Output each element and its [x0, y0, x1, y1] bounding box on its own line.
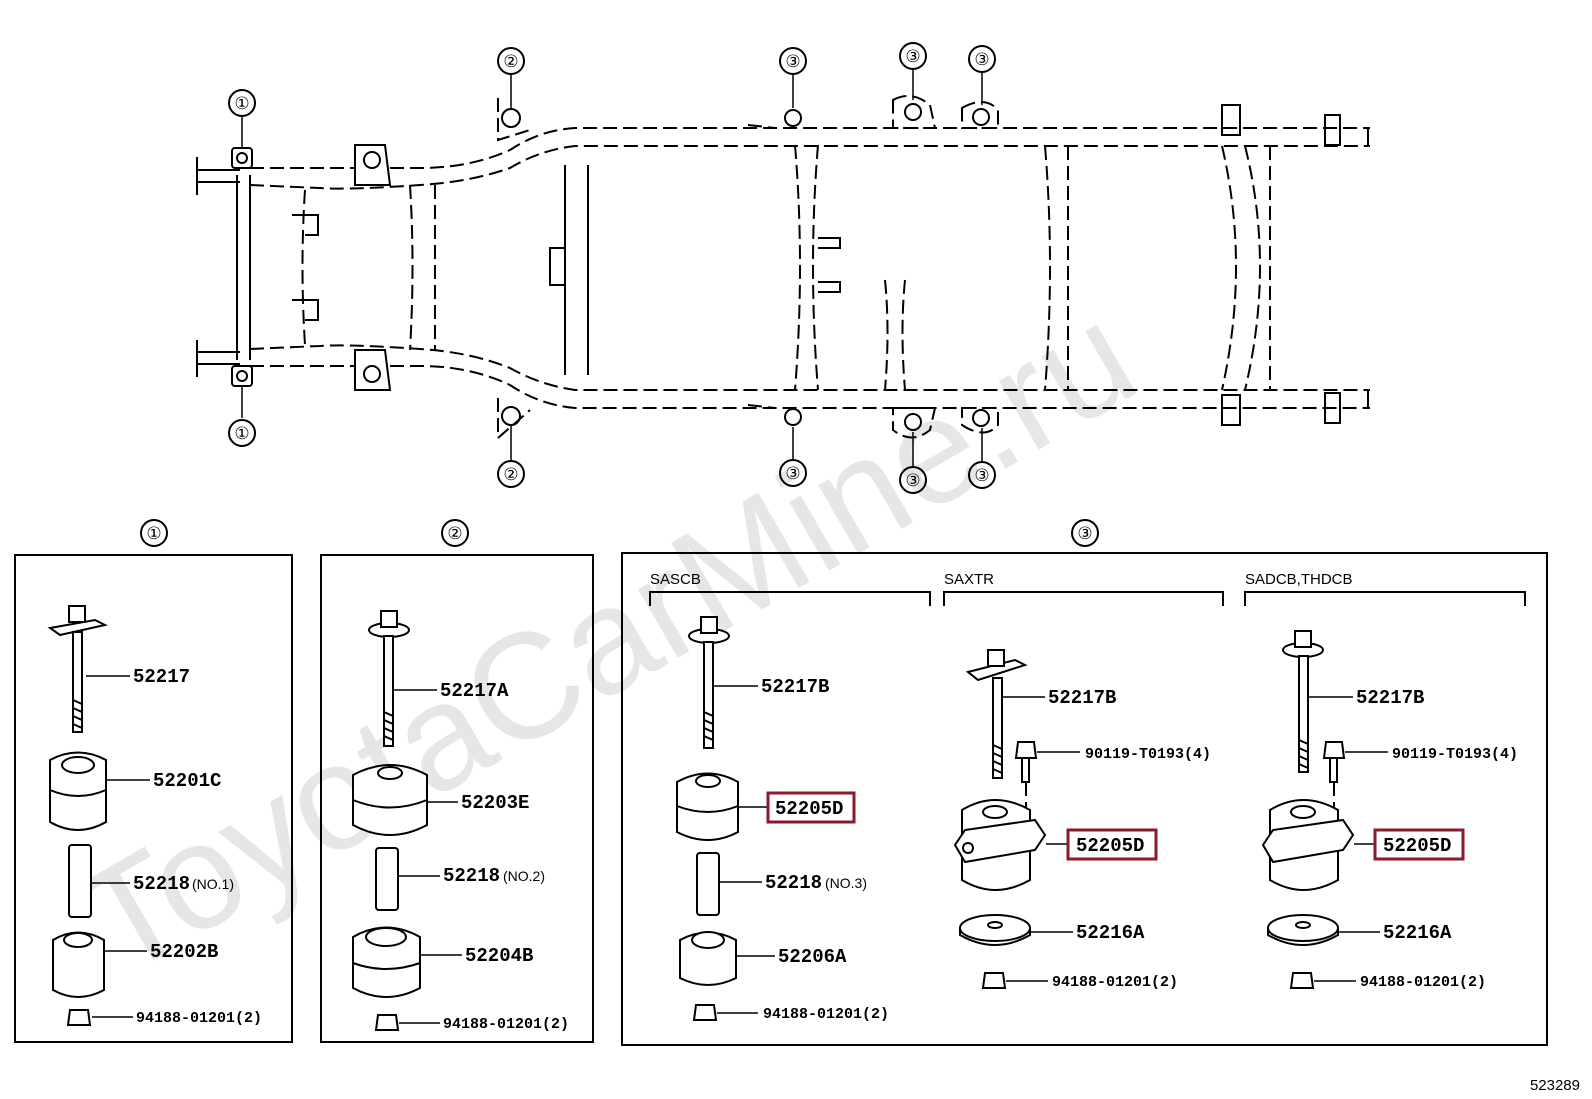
part-52201c[interactable]: 52201C — [153, 770, 221, 792]
part-52217[interactable]: 52217 — [133, 666, 190, 688]
frame-callouts: ① ① ② ② ③ ③ ③ ③ ③ — [228, 42, 996, 494]
svg-text:③: ③ — [905, 471, 920, 490]
part-52202b[interactable]: 52202B — [150, 941, 218, 963]
svg-text:②: ② — [447, 524, 462, 543]
variant-sascb-parts: 52217B 52205D 52218 (NO.3) 52206A 94188-… — [676, 616, 889, 1023]
group-3: ③ SASCB SAXTR SADCB,THDCB 52217B 52205D … — [621, 519, 1548, 1046]
highlight-52205d-sascb — [766, 791, 856, 824]
svg-text:(NO.3): (NO.3) — [825, 875, 867, 891]
svg-text:①: ① — [234, 94, 249, 113]
mount-points — [231, 95, 999, 441]
svg-text:③: ③ — [1077, 524, 1092, 543]
variant-saxtr-parts: 52217B 90119-T0193(4) 52205D 52216A 9418… — [953, 649, 1211, 991]
svg-text:②: ② — [503, 465, 518, 484]
svg-text:①: ① — [234, 424, 249, 443]
variant-sascb: SASCB — [650, 571, 701, 588]
part-94188-01201-sadcb[interactable]: 94188-01201(2) — [1360, 974, 1486, 991]
highlight-52205d-sadcb — [1373, 828, 1465, 861]
part-52217b-sadcb[interactable]: 52217B — [1356, 687, 1424, 709]
figure-id: 523289 — [1530, 1077, 1580, 1094]
part-52206a[interactable]: 52206A — [778, 946, 847, 968]
part-90119-t0193-sadcb[interactable]: 90119-T0193(4) — [1392, 746, 1518, 763]
group-1: ① 52217 52201C 52218 (NO.1) 52202B 94188… — [14, 519, 293, 1043]
part-94188-01201-g2[interactable]: 94188-01201(2) — [443, 1016, 569, 1033]
highlight-52205d-saxtr — [1066, 828, 1158, 861]
group-2: ② 52217A 52203E 52218 (NO.2) 52204B 9418… — [320, 519, 594, 1043]
part-52217b-saxtr[interactable]: 52217B — [1048, 687, 1116, 709]
part-52218-no3[interactable]: 52218 — [765, 872, 822, 894]
part-52216a-saxtr[interactable]: 52216A — [1076, 922, 1145, 944]
part-94188-01201-g1[interactable]: 94188-01201(2) — [136, 1010, 262, 1027]
svg-text:③: ③ — [785, 52, 800, 71]
svg-text:②: ② — [503, 52, 518, 71]
part-52204b[interactable]: 52204B — [465, 945, 533, 967]
part-52216a-sadcb[interactable]: 52216A — [1383, 922, 1452, 944]
part-52205d-sascb[interactable]: 52205D — [775, 798, 843, 820]
part-52217b-sascb[interactable]: 52217B — [761, 676, 829, 698]
part-52218-no2[interactable]: 52218 — [443, 865, 500, 887]
svg-text:①: ① — [146, 524, 161, 543]
svg-text:③: ③ — [974, 466, 989, 485]
frame-overview: ① ① ② ② ③ ③ ③ ③ ③ — [196, 42, 1370, 494]
variant-sadcb-parts: 52217B 90119-T0193(4) 52205D 52216A 9418… — [1261, 630, 1518, 991]
svg-text:(NO.2): (NO.2) — [503, 868, 545, 884]
svg-text:③: ③ — [974, 50, 989, 69]
part-90119-t0193-saxtr[interactable]: 90119-T0193(4) — [1085, 746, 1211, 763]
part-52218-no1[interactable]: 52218 — [133, 873, 190, 895]
part-94188-01201-sascb[interactable]: 94188-01201(2) — [763, 1006, 889, 1023]
variant-saxtr: SAXTR — [944, 571, 994, 588]
svg-text:③: ③ — [905, 47, 920, 66]
variant-sadcb-thdcb: SADCB,THDCB — [1245, 571, 1353, 588]
part-52205d-saxtr[interactable]: 52205D — [1076, 835, 1144, 857]
svg-text:(NO.1): (NO.1) — [192, 876, 234, 892]
part-94188-01201-saxtr[interactable]: 94188-01201(2) — [1052, 974, 1178, 991]
svg-text:③: ③ — [785, 464, 800, 483]
part-52217a[interactable]: 52217A — [440, 680, 509, 702]
watermark: ToyotaCarMine.ru — [52, 270, 1161, 1007]
part-52203e[interactable]: 52203E — [461, 792, 529, 814]
part-52205d-sadcb[interactable]: 52205D — [1383, 835, 1451, 857]
